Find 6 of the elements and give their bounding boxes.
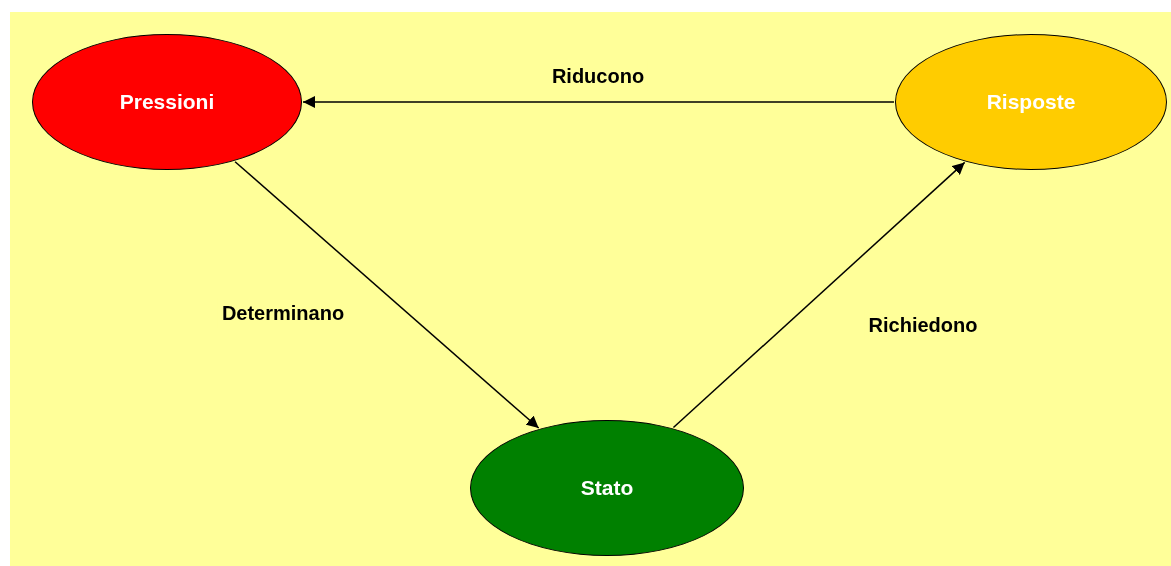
node-label: Pressioni [119, 89, 215, 116]
arrow [234, 161, 540, 429]
arrow [672, 161, 966, 429]
node-label: Risposte [986, 89, 1076, 116]
arrow [302, 96, 895, 108]
node-label: Stato [580, 475, 634, 502]
